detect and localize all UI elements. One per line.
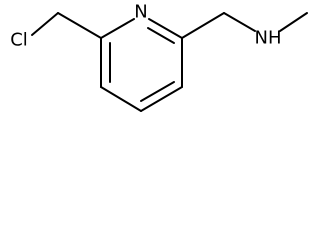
atom-label-chlorine: Cl: [10, 30, 28, 51]
bond-n1-c6: [147, 18, 183, 44]
bond-c2-n1: [100, 18, 135, 39]
bond-nh-ch3: [279, 12, 308, 32]
bond-c5-c4: [140, 81, 183, 112]
bond-ch2-nh: [223, 12, 256, 32]
bond-c3-c2: [100, 37, 111, 88]
bond-ch2-c2: [57, 12, 102, 39]
bond-cl-ch2: [31, 12, 59, 36]
bond-c4-c3: [100, 86, 142, 112]
chemical-structure: Cl N NH: [10, 2, 308, 112]
atom-label-amine: NH: [255, 28, 282, 49]
atom-label-ring-nitrogen: N: [134, 2, 147, 23]
bond-c6-ch2: [181, 12, 225, 39]
